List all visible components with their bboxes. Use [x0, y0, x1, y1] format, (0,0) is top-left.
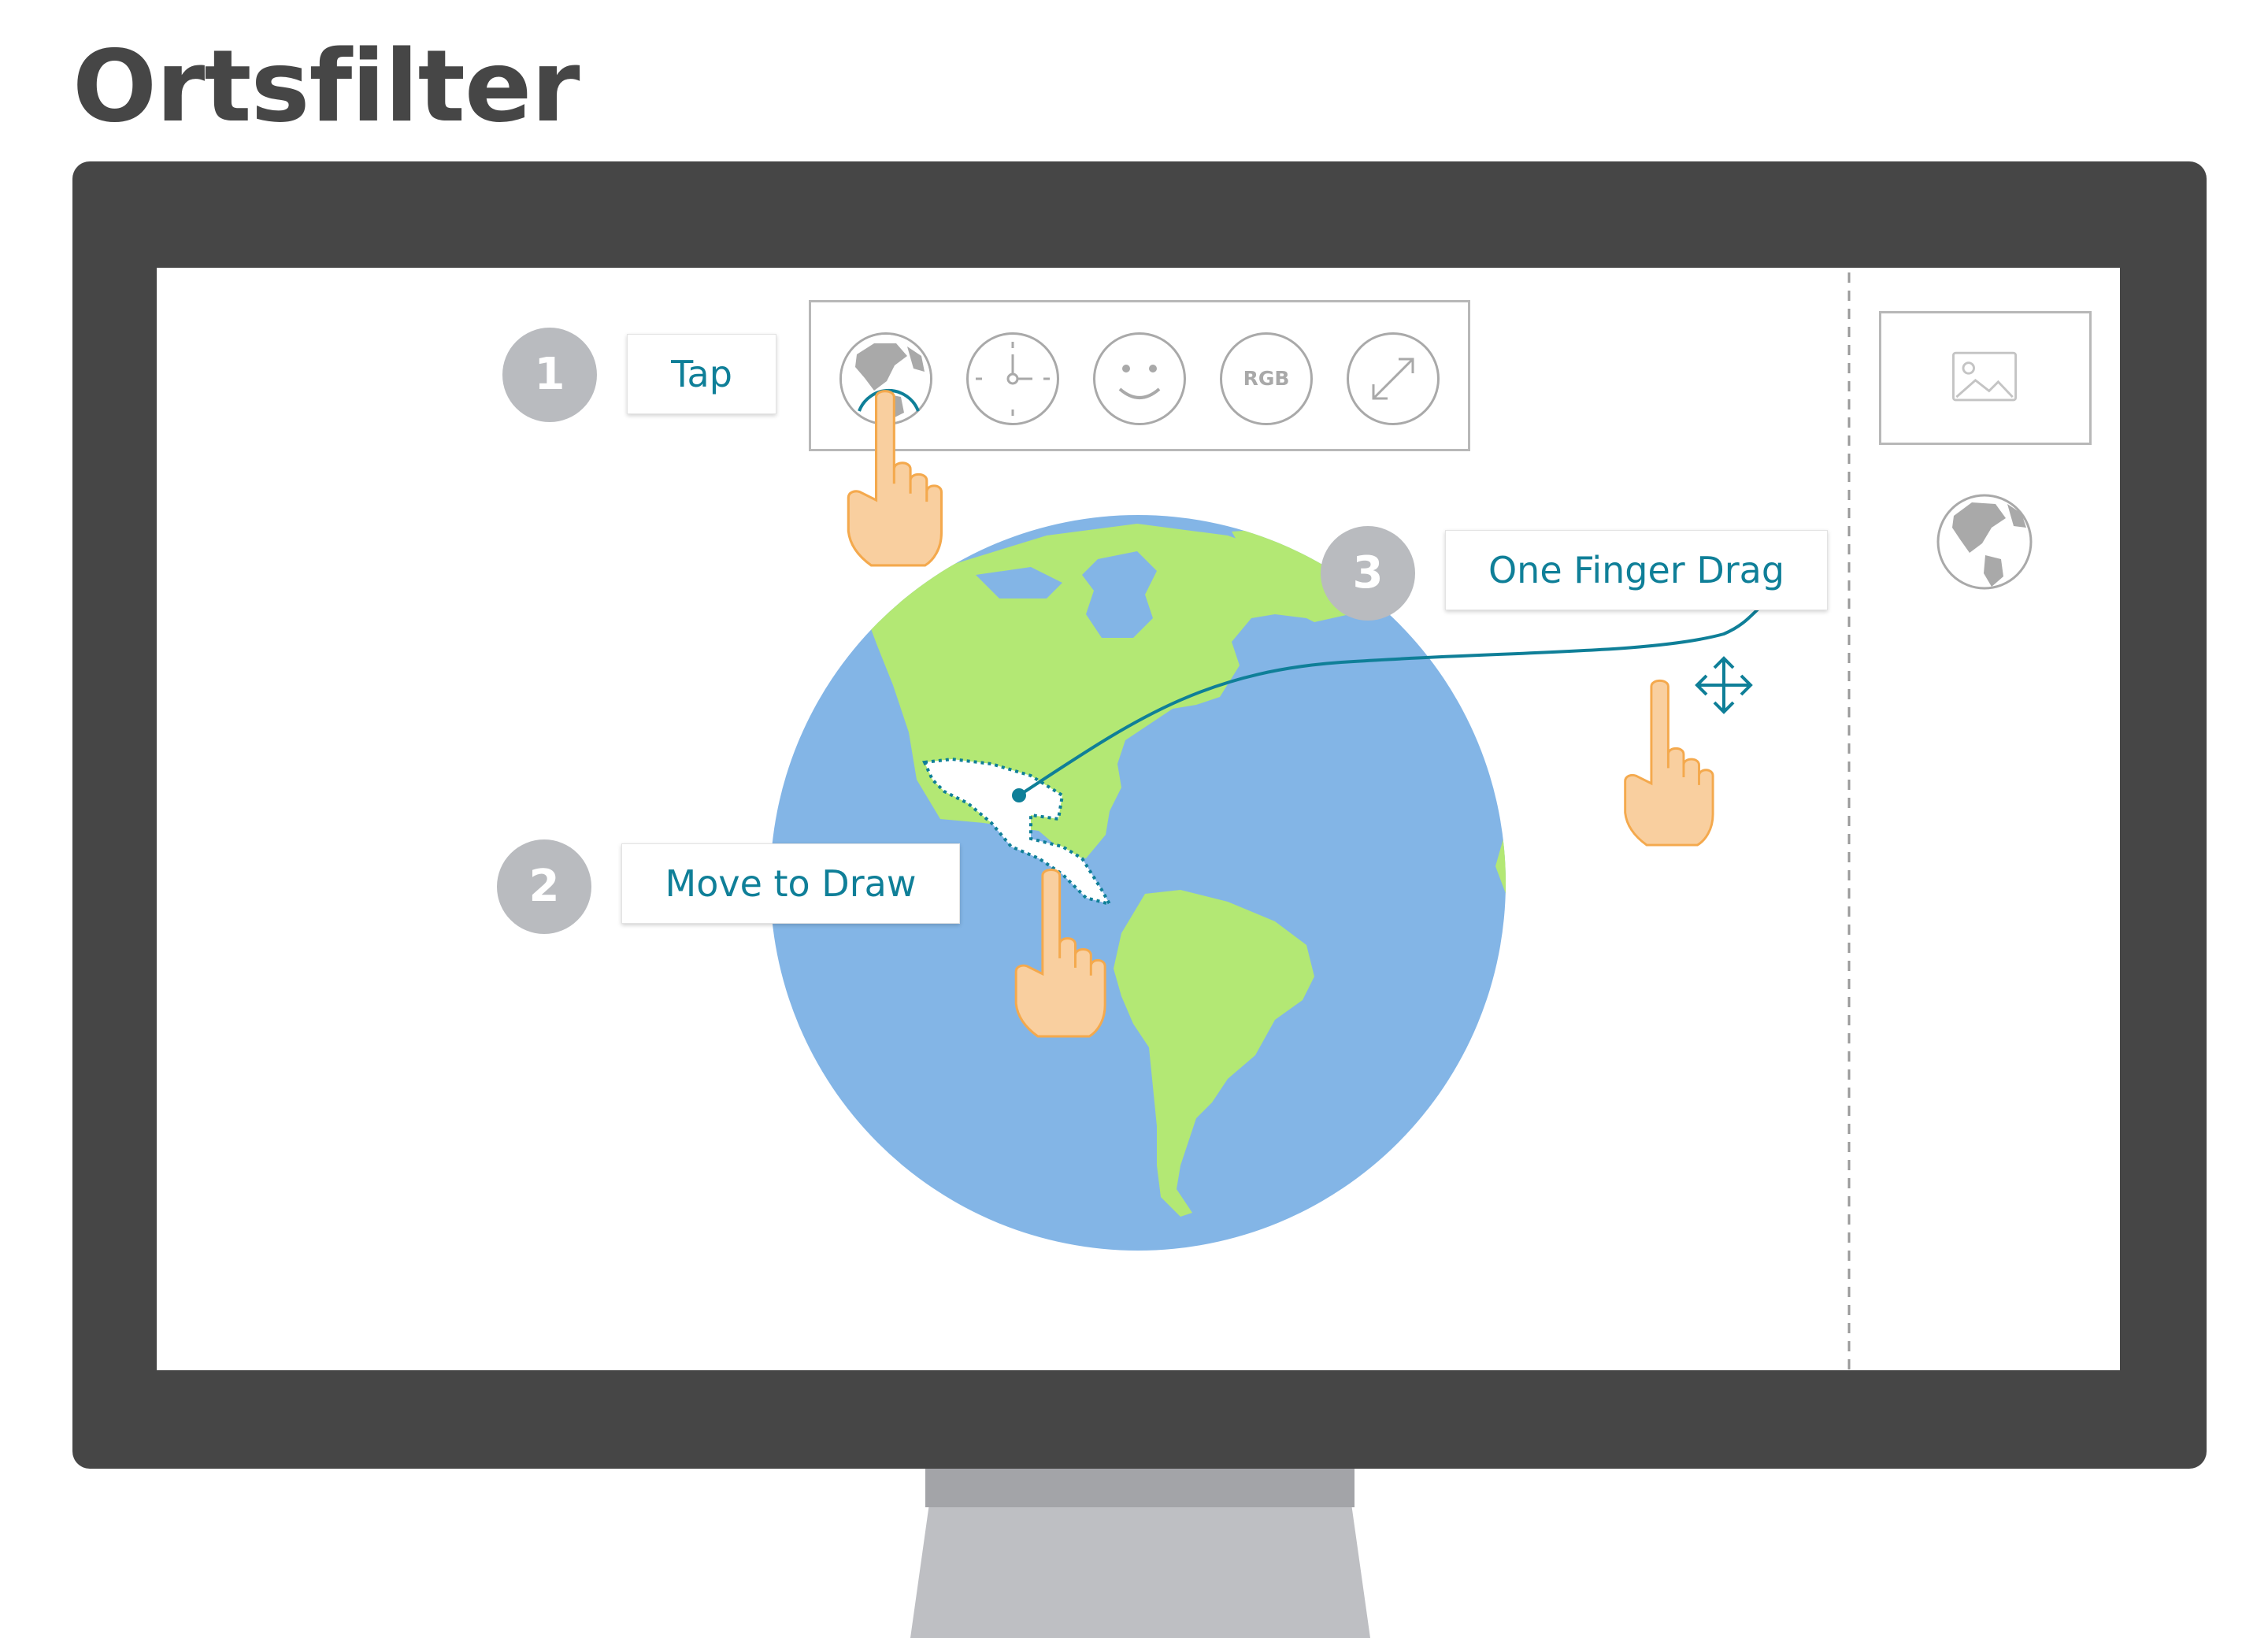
rgb-icon: RGB	[1243, 367, 1290, 390]
hudson-bay	[1082, 551, 1157, 638]
drag-path-start-dot	[1012, 788, 1026, 802]
size-filter-button[interactable]	[1347, 332, 1440, 425]
south-america-landmass	[1114, 890, 1314, 1217]
step-2-badge: 2	[497, 839, 591, 934]
image-icon	[1952, 351, 2018, 402]
smiley-icon	[1118, 365, 1161, 399]
globe-icon	[842, 335, 930, 423]
color-filter-button[interactable]: RGB	[1220, 332, 1313, 425]
page-title: Ortsfilter	[72, 28, 580, 144]
step-2-label: Move to Draw	[621, 843, 960, 924]
arctic-strait	[976, 567, 1062, 598]
drag-hand-icon	[1624, 679, 1714, 847]
expand-icon	[1372, 358, 1414, 400]
monitor-stand-neck	[925, 1466, 1354, 1507]
clock-icon	[976, 342, 1050, 416]
move-arrows-icon	[1695, 656, 1753, 714]
tap-hand-icon	[847, 390, 943, 567]
africa-edge	[1495, 791, 1506, 953]
step-3-label: One Finger Drag	[1445, 530, 1828, 610]
location-filter-button[interactable]	[839, 332, 932, 425]
monitor-screen: 1 Tap 2 Move to Draw 3 One Finger Drag	[157, 268, 2120, 1370]
filter-toolbar: RGB	[809, 300, 1470, 451]
step-1-label: Tap	[627, 334, 776, 414]
step-3-badge: 3	[1321, 526, 1415, 621]
face-filter-button[interactable]	[1093, 332, 1186, 425]
result-globe-icon	[1936, 494, 2033, 590]
drag-path-line	[1017, 589, 1788, 797]
step-1-badge: 1	[502, 328, 597, 422]
image-preview-card[interactable]	[1879, 311, 2092, 445]
time-filter-button[interactable]	[966, 332, 1059, 425]
draw-hand-icon	[1014, 868, 1106, 1038]
monitor-stand-base	[910, 1507, 1370, 1638]
